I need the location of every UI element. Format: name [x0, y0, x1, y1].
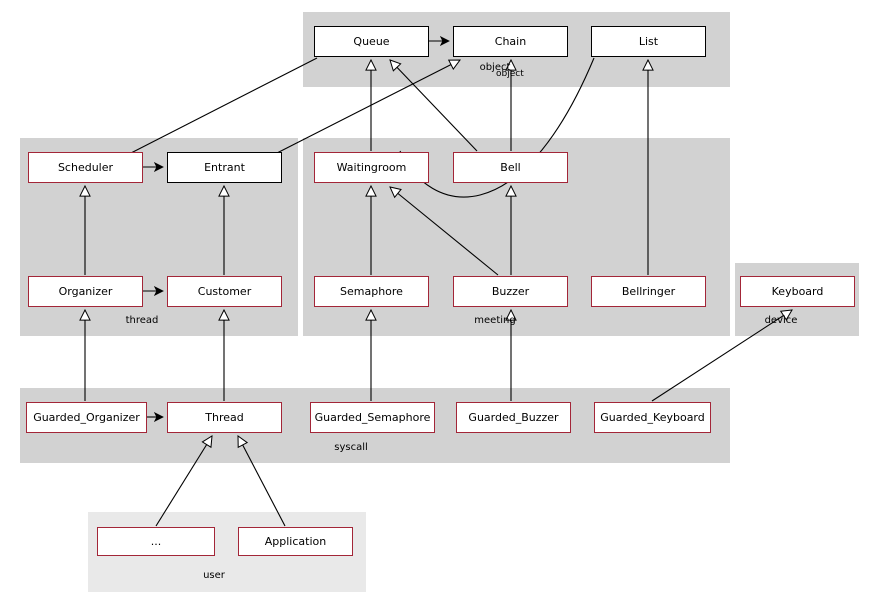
package-label-syscall: syscall [334, 442, 368, 453]
class-box-list[interactable]: List [591, 26, 706, 57]
edge-label-object: object [496, 69, 524, 79]
edge-entrant-to-chain [276, 60, 460, 154]
edge-buzzer-to-waitingroom [390, 187, 499, 276]
package-label-thread: thread [125, 315, 159, 326]
package-label-user: user [203, 570, 225, 581]
package-label-object: object [479, 62, 511, 73]
class-box-thread[interactable]: Thread [167, 402, 282, 433]
class-box-buzzer[interactable]: Buzzer [453, 276, 568, 307]
class-box-keyboard[interactable]: Keyboard [740, 276, 855, 307]
class-box-ellipsis[interactable]: ... [97, 527, 215, 556]
class-box-organizer[interactable]: Organizer [28, 276, 143, 307]
edge-scheduler-to-queue [130, 57, 318, 154]
edge-guardedkeyboard-to-keyboard [651, 310, 792, 402]
class-box-guarded-semaphore[interactable]: Guarded_Semaphore [310, 402, 435, 433]
edge-application-to-thread [238, 436, 286, 527]
edge-ellipsis-to-thread [155, 436, 212, 527]
package-label-meeting: meeting [474, 315, 516, 326]
class-box-guarded-keyboard[interactable]: Guarded_Keyboard [594, 402, 711, 433]
class-box-guarded-organizer[interactable]: Guarded_Organizer [26, 402, 147, 433]
class-box-semaphore[interactable]: Semaphore [314, 276, 429, 307]
class-box-chain[interactable]: Chain [453, 26, 568, 57]
package-label-device: device [764, 315, 798, 326]
class-box-application[interactable]: Application [238, 527, 353, 556]
relation-edges [85, 41, 792, 527]
class-box-customer[interactable]: Customer [167, 276, 282, 307]
edge-bell-to-queue [390, 60, 478, 152]
class-box-waitingroom[interactable]: Waitingroom [314, 152, 429, 183]
class-box-queue[interactable]: Queue [314, 26, 429, 57]
class-box-entrant[interactable]: Entrant [167, 152, 282, 183]
class-box-bellringer[interactable]: Bellringer [591, 276, 706, 307]
class-box-guarded-buzzer[interactable]: Guarded_Buzzer [456, 402, 571, 433]
class-box-bell[interactable]: Bell [453, 152, 568, 183]
package-backgrounds [20, 12, 859, 592]
class-box-scheduler[interactable]: Scheduler [28, 152, 143, 183]
